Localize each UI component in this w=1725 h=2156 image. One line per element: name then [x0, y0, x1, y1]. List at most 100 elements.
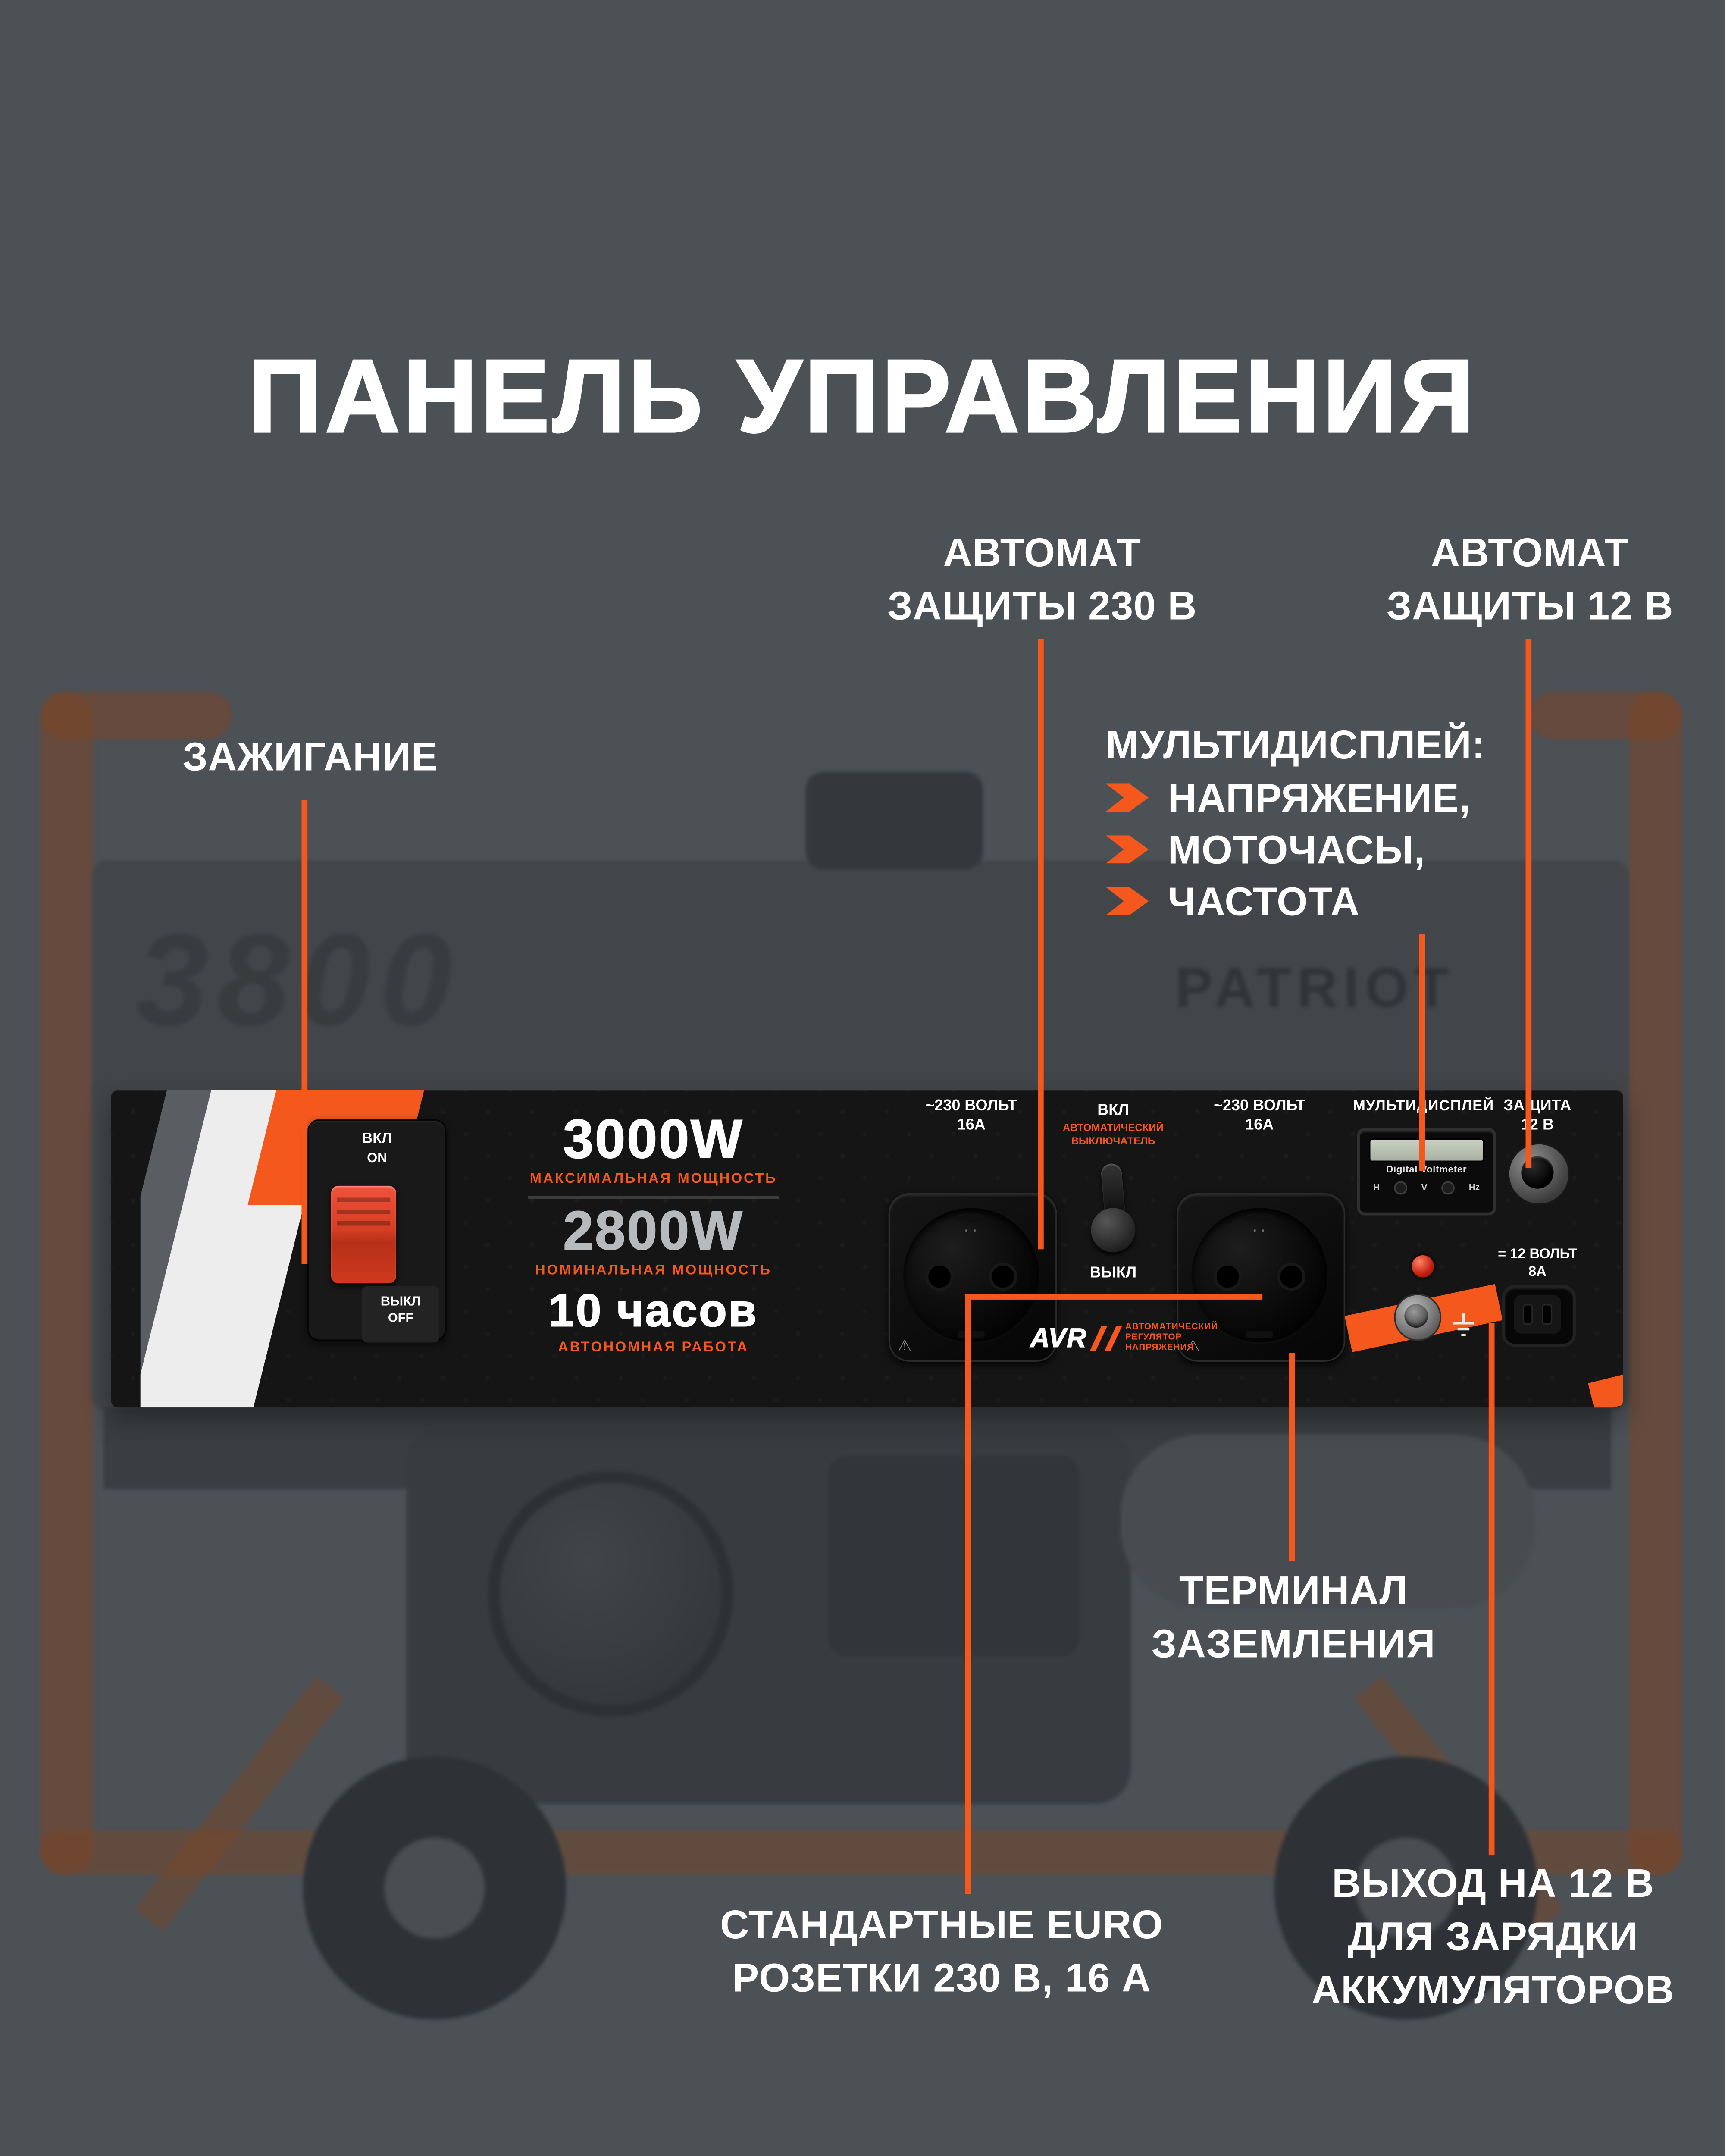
voltmeter-button-dot: [1394, 1181, 1407, 1195]
max-power-label: МАКСИМАЛЬНАЯ МОЩНОСТЬ: [529, 1171, 777, 1188]
warning-triangle-icon: ⚠: [1185, 1338, 1200, 1356]
callout-ignition-label: ЗАЖИГАНИЕ: [182, 735, 438, 779]
frame-tube-left-bend: [40, 692, 232, 740]
leader-ignition: [301, 799, 307, 1264]
callout-multidisplay-title: МУЛЬТИДИСПЛЕЙ:: [1105, 723, 1486, 768]
frame-tube-left: [40, 692, 94, 1875]
callout-dc-output-line3: АККУМУЛЯТОРОВ: [1312, 1968, 1675, 2012]
dc-socket-line2: 8А: [1528, 1264, 1547, 1281]
avr-slash-icon: [1105, 1326, 1122, 1351]
callout-euro-sockets: СТАНДАРТНЫЕ EURO РОЗЕТКИ 230 В, 16 А: [646, 1899, 1237, 2005]
leader-breaker-230: [1038, 639, 1043, 1250]
socket-pin-hole: [992, 1266, 1014, 1288]
avr-slash-icon: [1089, 1326, 1108, 1351]
callout-ground-line1: ТЕРМИНАЛ: [1179, 1568, 1408, 1613]
ghost-model-number: 3800: [136, 906, 461, 1053]
callout-ground-line2: ЗАЗЕМЛЕНИЯ: [1151, 1622, 1436, 1667]
callout-multidisplay-item-label: НАПРЯЖЕНИЕ,: [1168, 775, 1471, 820]
ignition-on-ru: ВКЛ: [362, 1131, 392, 1147]
socket-recess: ▪ ▪: [903, 1208, 1039, 1344]
socket-pin-hole: [928, 1266, 951, 1288]
leader-ground: [1289, 1353, 1294, 1561]
leader-sockets-horizontal: [965, 1294, 1263, 1299]
socket2-amp: 16А: [1245, 1116, 1274, 1134]
callout-breaker-12-line2: ЗАЩИТЫ 12 В: [1387, 584, 1674, 629]
ignition-off-label: ВЫКЛ OFF: [362, 1286, 439, 1343]
ignition-on-en: ON: [367, 1150, 387, 1165]
callout-breaker-230-line2: ЗАЩИТЫ 230 В: [887, 584, 1197, 629]
voltmeter-screen: [1369, 1138, 1484, 1163]
specs-divider: [528, 1196, 779, 1199]
dc-outlet-slot: [1524, 1305, 1532, 1323]
leader-dc-output: [1488, 1323, 1494, 1856]
switch-ridges: [337, 1197, 391, 1233]
dc-outlet-face: [1514, 1295, 1561, 1334]
dc-breaker-button: [1508, 1143, 1570, 1205]
indicator-lamp: [1409, 1252, 1437, 1281]
voltmeter-btn-v: V: [1421, 1183, 1428, 1193]
socket-pin-hole: [1216, 1266, 1239, 1288]
socket-rating-mark: ▪ ▪: [1253, 1227, 1266, 1236]
wheel-left: [303, 1756, 567, 2020]
voltmeter-btn-h: H: [1373, 1183, 1380, 1193]
socket1-label: ~230 ВОЛЬТ 16А: [875, 1097, 1068, 1135]
callout-euro-sockets-line1: СТАНДАРТНЫЕ EURO: [720, 1902, 1164, 1947]
dc-outlet-slot: [1543, 1305, 1551, 1323]
socket-ground-clip: [958, 1330, 985, 1338]
ignition-off-ru: ВЫКЛ: [380, 1294, 421, 1309]
avr-sub1: АВТОМАТИЧЕСКИЙ: [1125, 1323, 1218, 1332]
rated-power-value: 2800W: [563, 1200, 744, 1261]
leader-multidisplay: [1419, 934, 1424, 1171]
ignition-on-label: ВКЛ ON: [309, 1131, 445, 1166]
voltmeter-btn-hz: Hz: [1468, 1183, 1480, 1193]
euro-socket-1: ▪ ▪ ⚠: [888, 1193, 1057, 1362]
callout-dc-output-line2: ДЛЯ ЗАРЯДКИ: [1347, 1915, 1639, 1959]
breaker-off-label: ВЫКЛ: [1089, 1264, 1137, 1282]
air-filter: [828, 1456, 1080, 1656]
ground-terminal: [1394, 1294, 1442, 1341]
dc-12v-outlet: [1502, 1285, 1576, 1347]
frame-tube-right-bend: [1530, 692, 1682, 740]
control-panel: ВКЛ ON ВЫКЛ OFF 3000W МАКСИМАЛЬНАЯ МОЩНО…: [111, 1090, 1623, 1408]
socket-ground-clip: [1246, 1214, 1273, 1222]
arrow-bullet-icon: [1105, 835, 1149, 864]
rated-power-label: НОМИНАЛЬНАЯ МОЩНОСТЬ: [535, 1263, 772, 1279]
callout-dc-output: ВЫХОД НА 12 В ДЛЯ ЗАРЯДКИ АККУМУЛЯТОРОВ: [1256, 1857, 1725, 2017]
callout-multidisplay: МУЛЬТИДИСПЛЕЙ: НАПРЯЖЕНИЕ, МОТОЧАСЫ, ЧАС…: [1105, 718, 1550, 927]
ignition-switch-plate: ВКЛ ON ВЫКЛ OFF: [307, 1119, 447, 1343]
callout-multidisplay-item-label: ЧАСТОТА: [1168, 879, 1360, 924]
voltmeter-title: Digital Voltmeter: [1386, 1165, 1467, 1175]
breaker-on-label: ВКЛ: [1097, 1101, 1129, 1119]
euro-socket-2: ▪ ▪ ⚠: [1177, 1193, 1346, 1362]
protection12-label: ЗАЩИТА 12 В: [1478, 1097, 1597, 1135]
max-power-value: 3000W: [563, 1109, 744, 1170]
callout-ground: ТЕРМИНАЛ ЗАЗЕМЛЕНИЯ: [1101, 1564, 1485, 1671]
callout-dc-output-line1: ВЫХОД НА 12 В: [1332, 1861, 1654, 1906]
arrow-bullet-icon: [1105, 783, 1149, 812]
voltmeter-button-dot: [1441, 1181, 1455, 1195]
dc-socket-line1: = 12 ВОЛЬТ: [1498, 1246, 1577, 1263]
callout-multidisplay-item-label: МОТОЧАСЫ,: [1168, 827, 1426, 872]
ground-bolt: [1404, 1304, 1428, 1328]
breaker-sub-label: АВТОМАТИЧЕСКИЙ ВЫКЛЮЧАТЕЛЬ: [1039, 1124, 1187, 1149]
page-title: ПАНЕЛЬ УПРАВЛЕНИЯ: [247, 338, 1478, 455]
callout-multidisplay-item: МОТОЧАСЫ,: [1105, 824, 1550, 875]
callout-ignition: ЗАЖИГАНИЕ: [118, 730, 502, 783]
avr-badge: AVR АВТОМАТИЧЕСКИЙ РЕГУЛЯТОР НАПРЯЖЕНИЯ: [1030, 1323, 1218, 1354]
runtime-value: 10 часов: [548, 1285, 758, 1337]
protection12-line1: ЗАЩИТА: [1503, 1097, 1572, 1115]
runtime-label: АВТОНОМНАЯ РАБОТА: [558, 1339, 749, 1356]
orange-corner-accent: [1588, 1344, 1623, 1408]
callout-multidisplay-item: ЧАСТОТА: [1105, 875, 1550, 927]
callout-breaker-230-line1: АВТОМАТ: [943, 530, 1142, 575]
socket1-amp: 16А: [957, 1116, 986, 1134]
callout-breaker-12: АВТОМАТ ЗАЩИТЫ 12 В: [1293, 526, 1725, 633]
breaker-toggle-base: [1091, 1208, 1136, 1253]
avr-logo: AVR: [1030, 1323, 1087, 1353]
arrow-bullet-icon: [1105, 887, 1149, 915]
callout-breaker-230: АВТОМАТ ЗАЩИТЫ 230 В: [806, 526, 1279, 633]
voltmeter-buttons: H V Hz: [1360, 1175, 1493, 1195]
dc-socket-label: = 12 ВОЛЬТ 8А: [1471, 1246, 1604, 1282]
